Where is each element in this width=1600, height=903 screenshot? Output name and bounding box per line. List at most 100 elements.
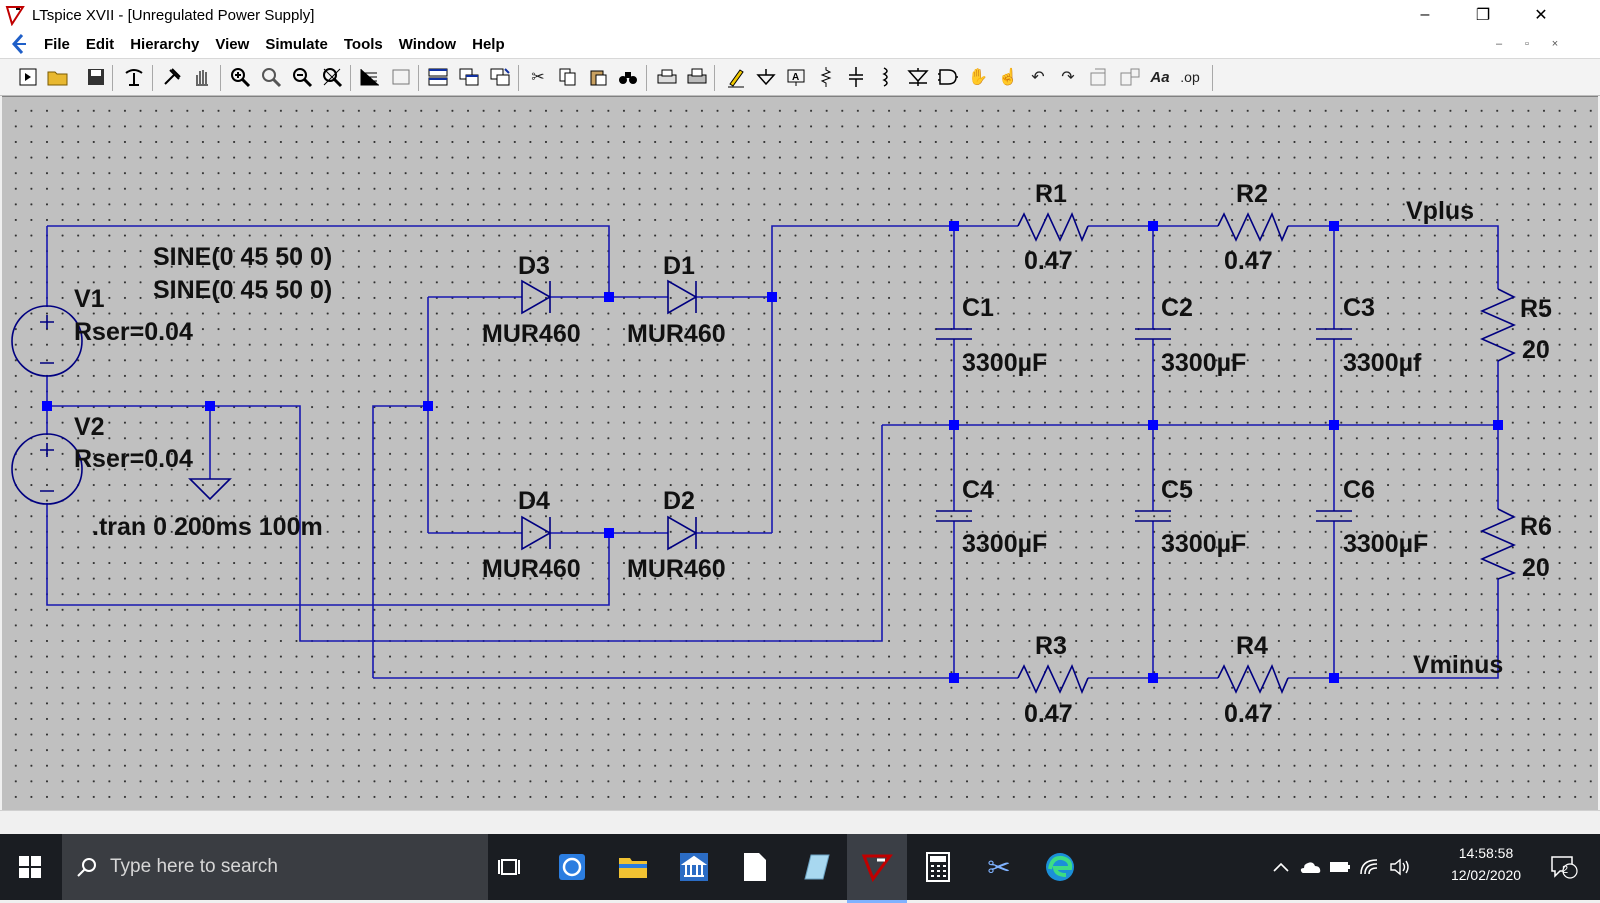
d2-model-label[interactable]: MUR460	[627, 555, 726, 583]
r5-ref-label[interactable]: R5	[1520, 295, 1552, 323]
sync-app-icon[interactable]	[542, 834, 602, 900]
r1-value-label[interactable]: 0.47	[1024, 247, 1073, 275]
menu-window[interactable]: Window	[398, 35, 457, 53]
d2-ref-label[interactable]: D2	[663, 487, 695, 515]
cut-icon[interactable]: ✂	[531, 69, 545, 86]
tile-horizontal-icon[interactable]	[426, 65, 450, 89]
menu-tools[interactable]: Tools	[343, 35, 383, 53]
action-center-button[interactable]: 2	[1540, 834, 1588, 900]
show-hidden-icons-button[interactable]	[1268, 834, 1294, 900]
paste-icon[interactable]	[586, 65, 610, 89]
c1-ref-label[interactable]: C1	[962, 294, 994, 322]
c5-ref-label[interactable]: C5	[1161, 476, 1193, 504]
draw-wire-icon[interactable]	[724, 65, 748, 89]
mdi-close-button[interactable]: ×	[1542, 30, 1568, 58]
battery-icon[interactable]	[1326, 834, 1354, 900]
mirror-icon[interactable]	[1118, 65, 1142, 89]
r6-ref-label[interactable]: R6	[1520, 513, 1552, 541]
drag-icon[interactable]: ☝	[998, 69, 1018, 86]
bank-app-icon[interactable]	[664, 834, 724, 900]
edge-icon[interactable]	[1030, 834, 1090, 900]
diode-icon[interactable]	[906, 65, 930, 89]
redo-icon[interactable]: ↷	[1061, 69, 1075, 86]
zoom-fit-icon[interactable]	[259, 65, 283, 89]
vminus-net-label[interactable]: Vminus	[1413, 651, 1503, 679]
label-net-icon[interactable]: A	[784, 65, 808, 89]
mdi-restore-button[interactable]: ▫	[1514, 30, 1540, 58]
print-icon[interactable]	[685, 65, 709, 89]
file-explorer-icon[interactable]	[603, 834, 663, 900]
component-icon[interactable]	[936, 65, 960, 89]
paint-icon[interactable]	[786, 834, 846, 900]
v1-value-label[interactable]: SINE(0 45 50 0)	[153, 243, 332, 271]
tran-directive[interactable]: .tran 0 200ms 100m	[92, 513, 323, 541]
waveform-icon[interactable]	[389, 65, 413, 89]
menu-edit[interactable]: Edit	[85, 35, 115, 53]
d1-ref-label[interactable]: D1	[663, 252, 695, 280]
ltspice-icon[interactable]	[847, 834, 907, 903]
system-clock[interactable]: 14:58:58 12/02/2020	[1440, 842, 1532, 886]
r6-value-label[interactable]: 20	[1522, 554, 1550, 582]
menu-simulate[interactable]: Simulate	[265, 35, 328, 53]
v1-ref-label[interactable]: V1	[74, 285, 105, 313]
new-schematic-icon[interactable]	[16, 65, 40, 89]
r4-ref-label[interactable]: R4	[1236, 632, 1268, 660]
undo-icon[interactable]: ↶	[1031, 69, 1045, 86]
v2-param-label[interactable]: Rser=0.04	[74, 445, 193, 473]
vplus-net-label[interactable]: Vplus	[1406, 197, 1474, 225]
close-button[interactable]: ✕	[1512, 0, 1570, 30]
c6-ref-label[interactable]: C6	[1343, 476, 1375, 504]
r4-value-label[interactable]: 0.47	[1224, 700, 1273, 728]
c4-ref-label[interactable]: C4	[962, 476, 994, 504]
minimize-button[interactable]: –	[1396, 0, 1454, 30]
r2-ref-label[interactable]: R2	[1236, 180, 1268, 208]
zoom-cancel-icon[interactable]	[320, 65, 344, 89]
d4-ref-label[interactable]: D4	[518, 487, 550, 515]
ground-icon[interactable]	[754, 65, 778, 89]
r3-value-label[interactable]: 0.47	[1024, 700, 1073, 728]
menu-hierarchy[interactable]: Hierarchy	[130, 35, 200, 53]
c2-ref-label[interactable]: C2	[1161, 294, 1193, 322]
move-icon[interactable]: ✋	[968, 69, 988, 86]
taskbar-search-box[interactable]: Type here to search	[62, 834, 488, 900]
c6-value-label[interactable]: 3300µF	[1343, 530, 1428, 558]
autorange-icon[interactable]	[358, 65, 382, 89]
d3-ref-label[interactable]: D3	[518, 252, 550, 280]
c1-value-label[interactable]: 3300µF	[962, 349, 1047, 377]
menu-help[interactable]: Help	[472, 35, 505, 53]
inductor-icon[interactable]	[874, 65, 898, 89]
d3-model-label[interactable]: MUR460	[482, 320, 581, 348]
spice-directive-icon[interactable]: .op	[1178, 65, 1202, 89]
c2-value-label[interactable]: 3300µF	[1161, 349, 1246, 377]
r2-value-label[interactable]: 0.47	[1224, 247, 1273, 275]
restore-button[interactable]: ❐	[1454, 0, 1512, 30]
copy-icon[interactable]	[556, 65, 580, 89]
calculator-icon[interactable]	[908, 834, 968, 900]
c4-value-label[interactable]: 3300µF	[962, 530, 1047, 558]
text-icon[interactable]: Aa	[1148, 65, 1172, 89]
schematic-doc-icon[interactable]	[8, 33, 30, 55]
onedrive-icon[interactable]	[1296, 834, 1324, 900]
r3-ref-label[interactable]: R3	[1035, 632, 1067, 660]
halt-icon[interactable]	[190, 65, 214, 89]
wifi-icon[interactable]	[1356, 834, 1384, 900]
snipping-tool-icon[interactable]: ✂	[987, 851, 1011, 883]
d4-model-label[interactable]: MUR460	[482, 555, 581, 583]
menu-view[interactable]: View	[215, 35, 250, 53]
c3-ref-label[interactable]: C3	[1343, 294, 1375, 322]
v2-value-label[interactable]: SINE(0 45 50 0)	[153, 276, 332, 304]
r1-ref-label[interactable]: R1	[1035, 180, 1067, 208]
open-icon[interactable]	[46, 65, 70, 89]
c5-value-label[interactable]: 3300µF	[1161, 530, 1246, 558]
r5-value-label[interactable]: 20	[1522, 336, 1550, 364]
zoom-in-icon[interactable]	[228, 65, 252, 89]
run-icon[interactable]	[160, 65, 184, 89]
volume-icon[interactable]	[1386, 834, 1414, 900]
control-panel-icon[interactable]	[122, 65, 146, 89]
v2-ref-label[interactable]: V2	[74, 413, 105, 441]
v1-param-label[interactable]: Rser=0.04	[74, 318, 193, 346]
task-view-icon[interactable]	[480, 834, 540, 900]
schematic-canvas[interactable]: SINE(0 45 50 0) SINE(0 45 50 0) V1 Rser=…	[2, 96, 1598, 810]
print-setup-icon[interactable]	[655, 65, 679, 89]
save-icon[interactable]	[84, 65, 108, 89]
